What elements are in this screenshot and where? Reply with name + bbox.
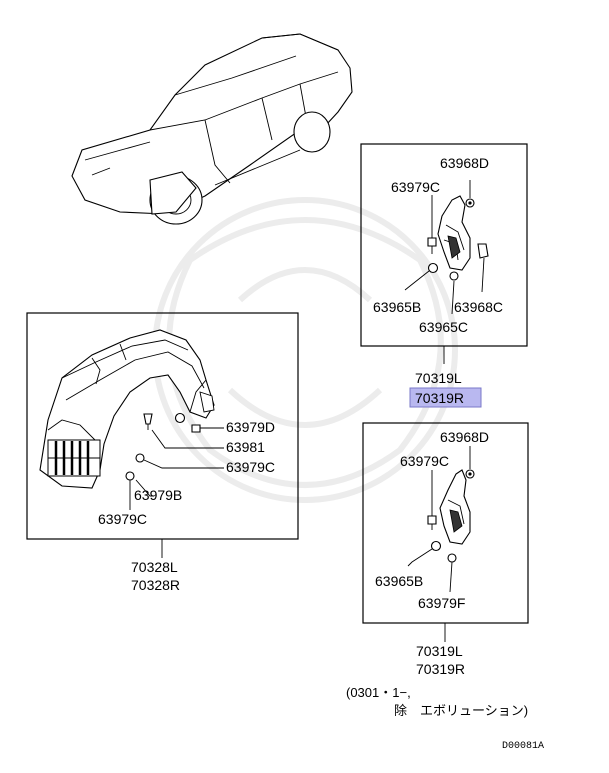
label-63979D: 63979D (226, 419, 275, 435)
label-63979C-left-bottom: 63979C (98, 511, 147, 527)
car-illustration (71, 33, 353, 225)
nut-63965B-lower (430, 540, 442, 552)
assembly-upper-R[interactable]: 70319R (415, 390, 464, 406)
nut-63965B-upper (427, 262, 439, 274)
screw-63979C-upper (427, 237, 437, 247)
screw-63979C-lower (427, 515, 437, 525)
note-line-2: 除 エボリューション) (394, 703, 528, 718)
label-63979C-lower: 63979C (400, 453, 449, 469)
lower-detail-box: 63968D 63979C 63965B 63979F (362, 422, 529, 642)
label-63965C-upper: 63965C (419, 319, 468, 335)
left-detail-box: 63979D 63981 63979C 63979B 63979C (26, 312, 299, 558)
screw-63979B (125, 471, 135, 481)
label-63981: 63981 (226, 439, 265, 455)
nut-63965C-upper (449, 271, 459, 281)
drawing-code: D00081A (502, 741, 544, 752)
screw-63979D (174, 412, 186, 424)
liner-vents (47, 439, 101, 477)
assembly-left-L: 70328L (131, 559, 178, 575)
note-line-1: (0301・1−, (346, 685, 411, 700)
label-63965B-upper: 63965B (373, 299, 421, 315)
label-63965B-lower: 63965B (375, 573, 423, 589)
label-63968D-lower: 63968D (440, 429, 489, 445)
highlight-70319R (409, 387, 482, 408)
screw-63979F (447, 553, 457, 563)
assembly-upper-L: 70319L (415, 370, 462, 386)
upper-detail-box: 63968D 63979C 63965B 63968C 63965C (360, 143, 528, 364)
clip-63968C-upper (477, 243, 489, 259)
clip-63981 (143, 413, 153, 425)
assembly-lower-R: 70319R (416, 661, 465, 677)
label-63979C-left-right: 63979C (226, 459, 275, 475)
assembly-lower-L: 70319L (416, 643, 463, 659)
upper-splash-shield (437, 195, 471, 271)
lower-box-frame (362, 422, 529, 624)
label-63968C-upper: 63968C (454, 299, 503, 315)
label-63979F: 63979F (418, 595, 465, 611)
clip-63979D (191, 424, 201, 433)
label-63979B: 63979B (134, 487, 182, 503)
lower-splash-shield (439, 469, 471, 545)
label-63979C-upper: 63979C (391, 179, 440, 195)
screw-63979C-left (135, 453, 145, 463)
assembly-left-R: 70328R (131, 577, 180, 593)
label-63968D-upper: 63968D (440, 155, 489, 171)
left-box-frame (26, 312, 299, 540)
